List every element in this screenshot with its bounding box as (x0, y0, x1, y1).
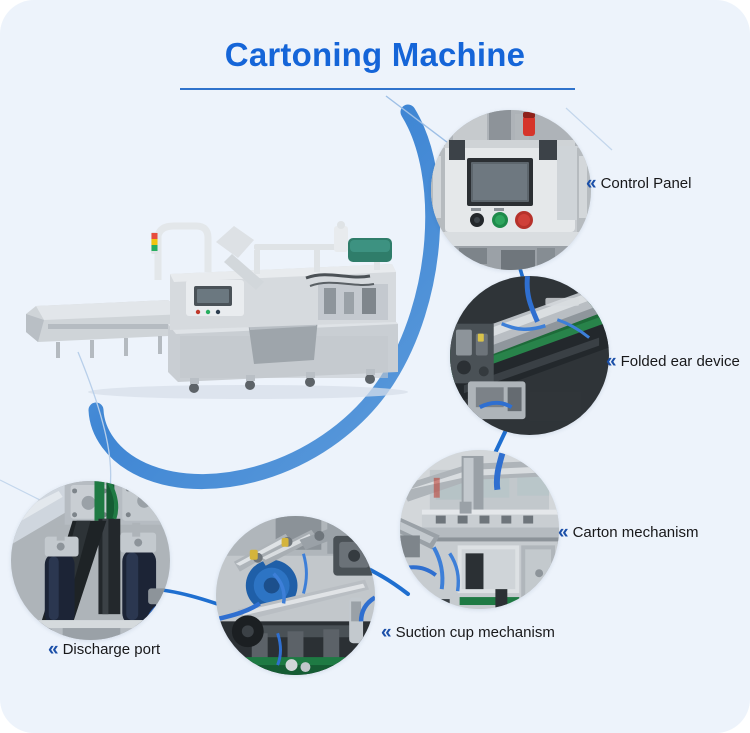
carton-mechanism-photo (400, 450, 559, 609)
callout-photo-carton-mechanism[interactable] (400, 450, 559, 609)
page-title: Cartoning Machine (0, 34, 750, 76)
callout-photo-folded-ear-device[interactable] (450, 276, 609, 435)
callout-label-carton-mechanism[interactable]: « Carton mechanism (558, 523, 698, 542)
folded-ear-device-photo (450, 276, 609, 435)
chevron-left-double-icon: « (558, 522, 568, 543)
discharge-port-photo (11, 481, 170, 640)
page-title-text: Cartoning Machine (224, 36, 526, 73)
callout-label-text: Folded ear device (620, 352, 740, 370)
callout-photo-discharge-port[interactable] (11, 481, 170, 640)
title-underline (180, 88, 575, 90)
chevron-left-double-icon: « (586, 173, 596, 194)
chevron-left-double-icon: « (381, 622, 391, 643)
callout-photo-control-panel[interactable] (431, 110, 591, 270)
callout-label-suction-cup-mechanism[interactable]: « Suction cup mechanism (381, 623, 555, 642)
callout-label-discharge-port[interactable]: « Discharge port (48, 640, 160, 659)
callout-label-control-panel[interactable]: « Control Panel (586, 174, 691, 193)
callout-label-text: Control Panel (600, 174, 692, 192)
chevron-left-double-icon: « (606, 351, 616, 372)
callout-label-text: Carton mechanism (572, 523, 699, 541)
main-machine-photo (26, 221, 408, 399)
callout-label-folded-ear-device[interactable]: « Folded ear device (606, 352, 740, 371)
chevron-left-double-icon: « (48, 639, 58, 660)
callout-photo-suction-cup-mechanism[interactable] (216, 516, 375, 675)
callout-label-text: Suction cup mechanism (395, 623, 555, 641)
suction-cup-mechanism-photo (216, 516, 375, 675)
control-panel-photo (431, 110, 591, 270)
callout-label-text: Discharge port (62, 640, 161, 658)
